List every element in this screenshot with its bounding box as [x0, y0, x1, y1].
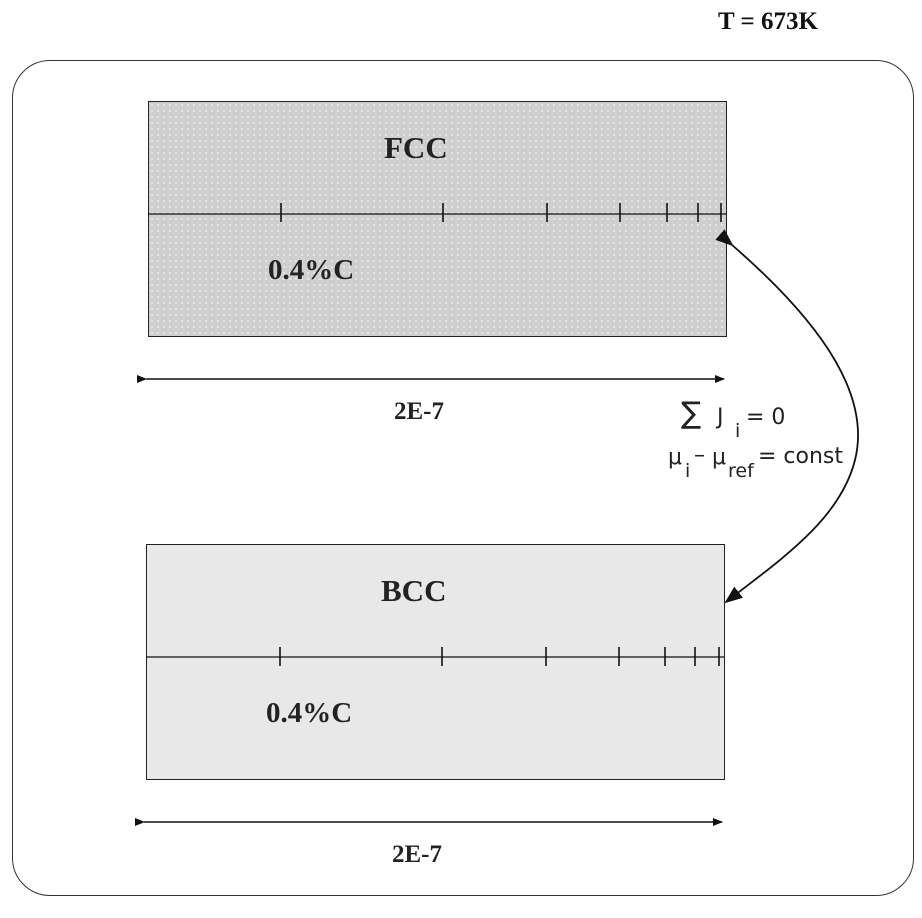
mu-i-subscript: i	[685, 460, 691, 482]
minus-sign: –	[694, 443, 705, 468]
fcc-grid-ticks	[280, 203, 722, 222]
sum-symbol: ∑	[681, 396, 702, 431]
bcc-phase-label: BCC	[381, 573, 447, 608]
bcc-grid-ticks	[279, 647, 720, 666]
bcc-composition-label: 0.4%C	[266, 697, 353, 729]
bcc-width-label: 2E-7	[392, 841, 442, 868]
temperature-label: T = 673K	[718, 8, 818, 35]
fcc-composition-label: 0.4%C	[268, 254, 355, 286]
potential-rhs: = const	[758, 444, 844, 469]
mu-i-symbol: μ	[668, 445, 682, 470]
interface-coupling-arrow	[715, 229, 859, 604]
fcc-phase-label: FCC	[384, 130, 448, 165]
fcc-width-label: 2E-7	[394, 398, 444, 425]
bcc-region	[146, 544, 725, 780]
fcc-region	[148, 101, 727, 337]
system-frame	[12, 60, 914, 896]
flux-rhs: = 0	[746, 405, 786, 430]
